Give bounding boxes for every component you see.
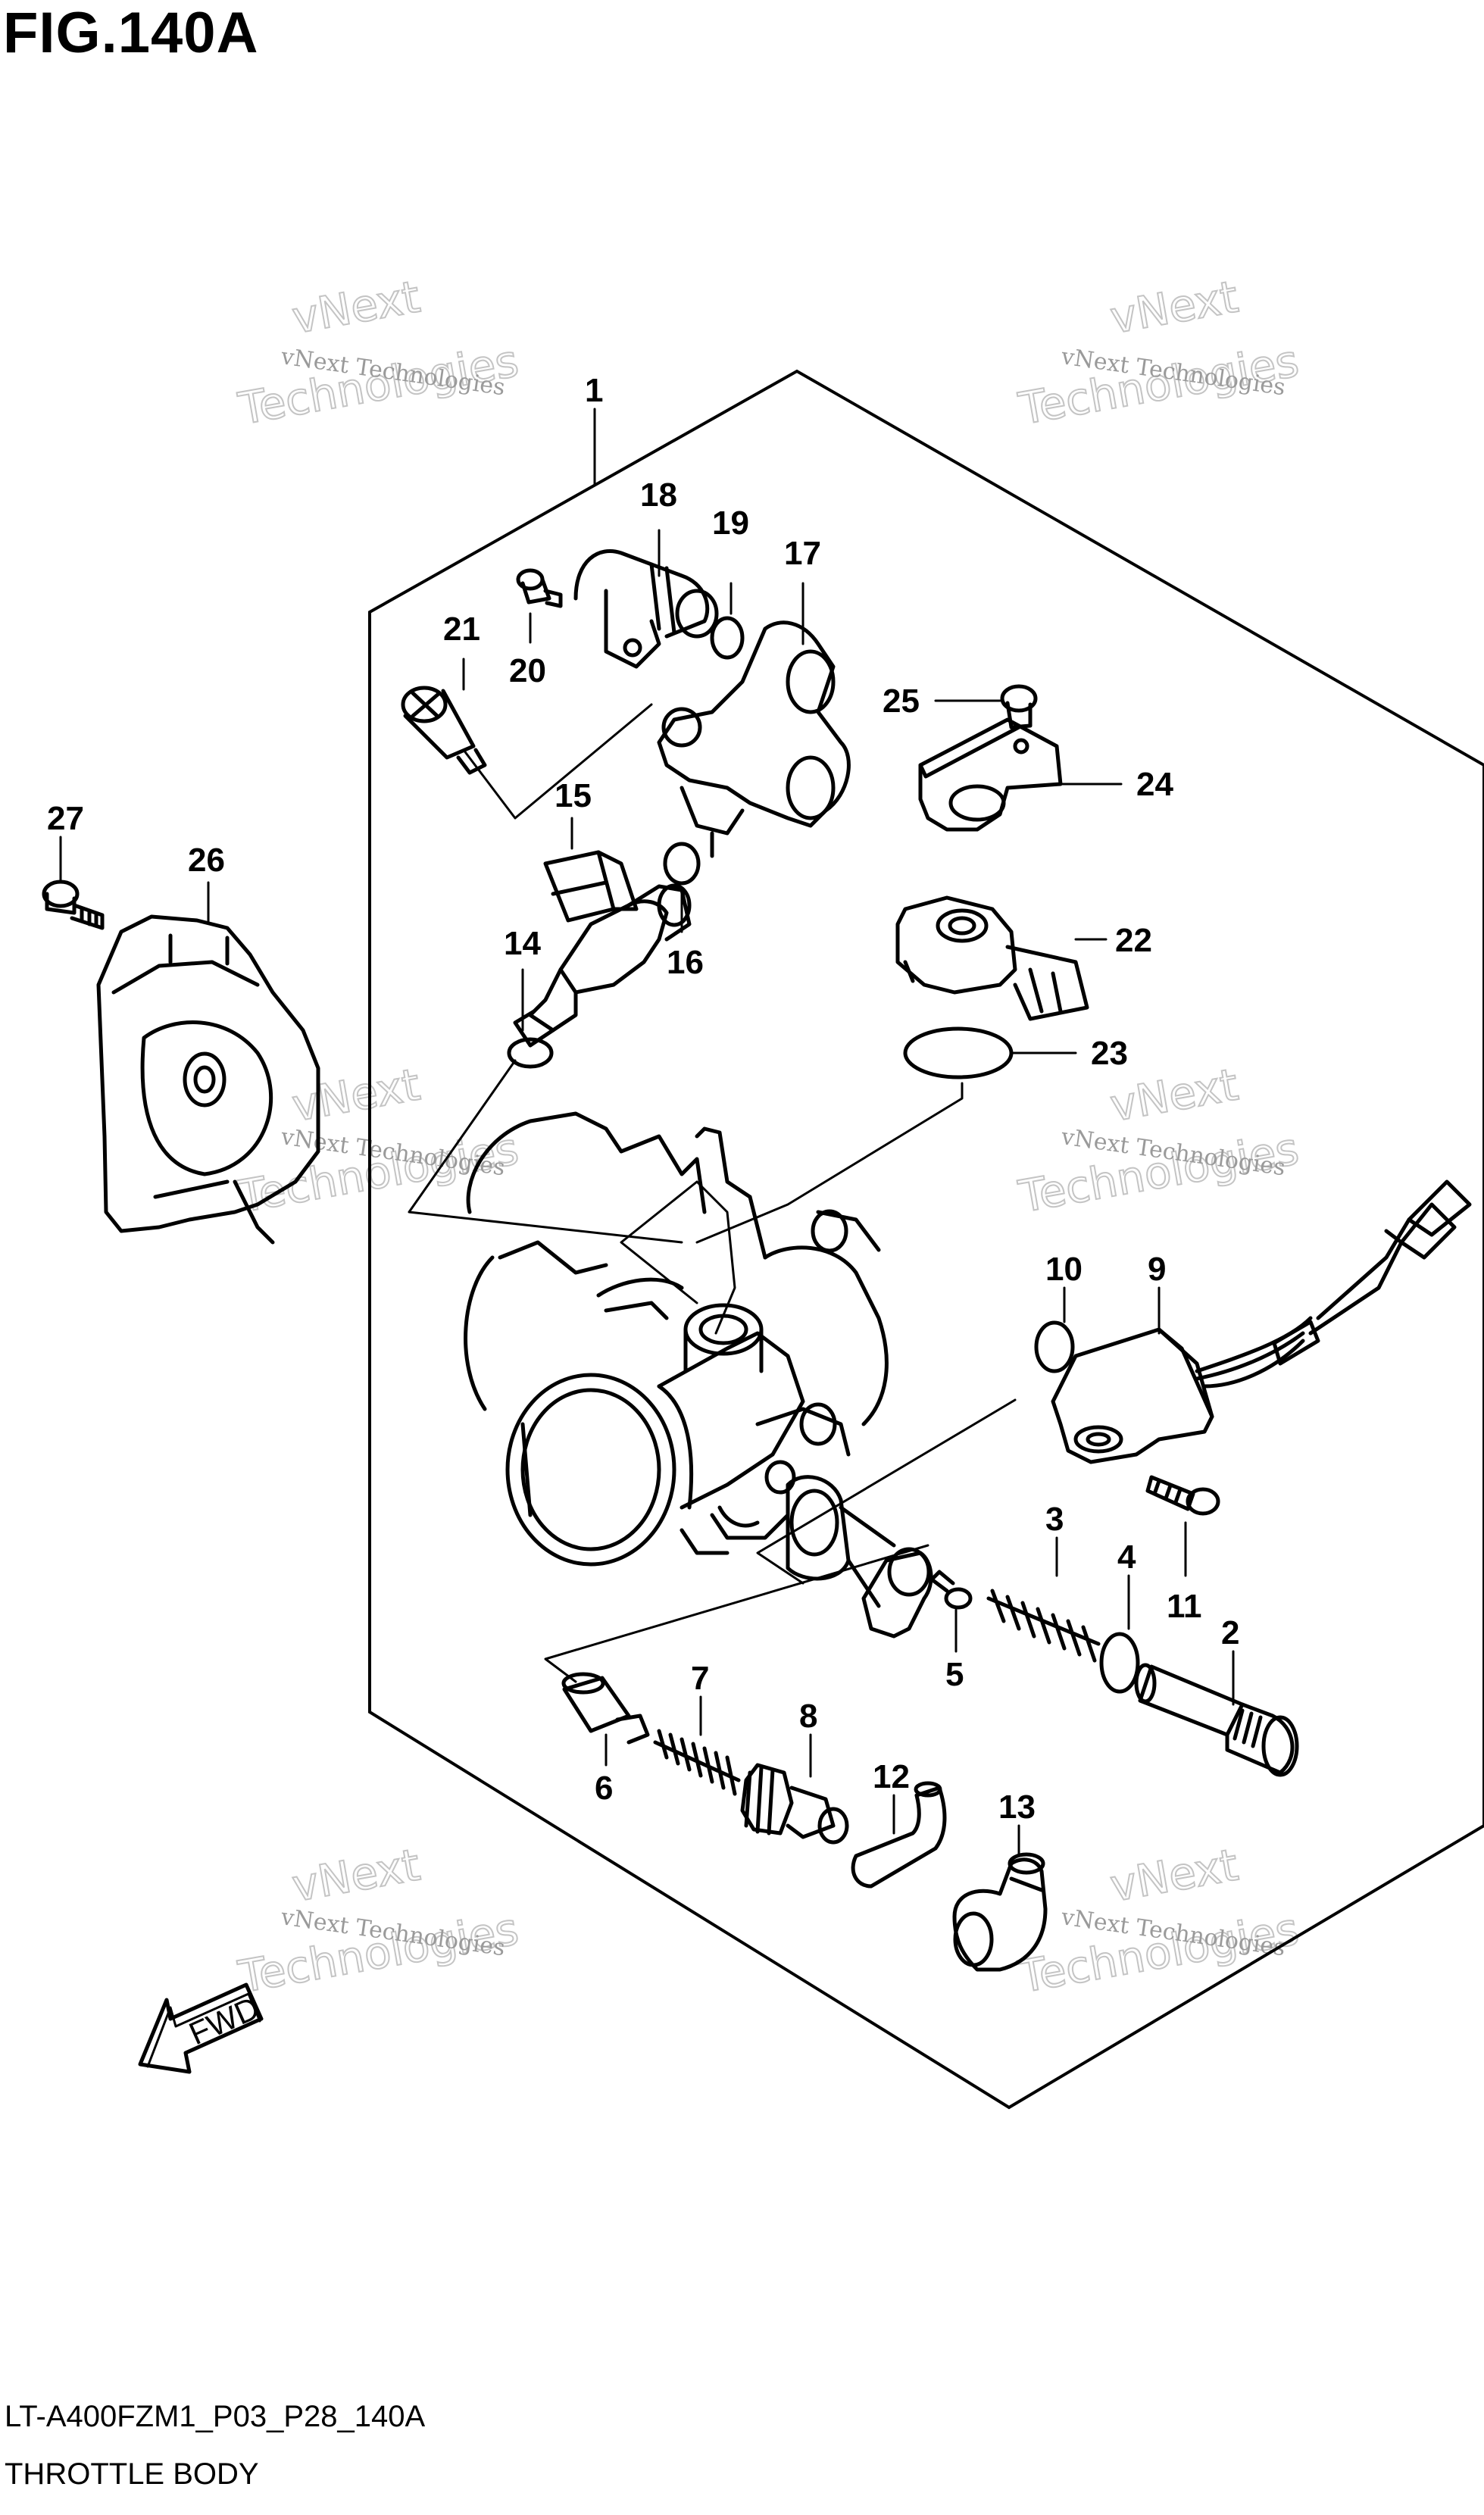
callout-13: 13 [998, 1789, 1036, 1826]
fwd-arrow [138, 1982, 264, 2074]
part-adjuster-2 [1134, 1663, 1299, 1777]
figure-code: LT-A400FZM1_P03_P28_140A [5, 2400, 426, 2433]
part-oring-23 [903, 1026, 1014, 1079]
callout-11: 11 [1167, 1588, 1202, 1625]
callout-10: 10 [1045, 1251, 1083, 1288]
watermark-brand: vNext [289, 1058, 424, 1131]
watermark-brand: vNext [289, 270, 424, 343]
part-oring-4 [1099, 1632, 1140, 1694]
callout-25: 25 [883, 683, 920, 720]
callout-19: 19 [712, 505, 749, 542]
callout-6: 6 [595, 1770, 613, 1807]
part-spring-3 [986, 1589, 1101, 1663]
callout-12: 12 [873, 1758, 910, 1795]
part-fuel-rail-17 [657, 620, 851, 858]
part-elbow-13 [952, 1852, 1048, 1972]
part-oring-19 [710, 616, 745, 660]
callout-9: 9 [1148, 1251, 1166, 1288]
callout-1: 1 [585, 372, 603, 409]
leader-21 [462, 703, 653, 820]
watermark-brand: vNext [1107, 270, 1242, 343]
part-joint-18 [573, 549, 719, 669]
callout-24: 24 [1136, 766, 1173, 803]
callout-2: 2 [1221, 1614, 1239, 1651]
callout-22: 22 [1115, 922, 1152, 959]
part-screw-5 [929, 1570, 973, 1610]
leader-idle [544, 1544, 929, 1683]
part-oring-10 [1034, 1320, 1075, 1373]
assembly-outline [368, 369, 1484, 2110]
callout-4: 4 [1117, 1539, 1136, 1576]
callout-17: 17 [784, 535, 821, 572]
callout-18: 18 [640, 476, 677, 514]
callout-leaders [59, 408, 1235, 1857]
part-screw-11 [1145, 1475, 1220, 1516]
callout-21: 21 [443, 611, 480, 648]
callout-8: 8 [799, 1698, 817, 1735]
watermark-top-left: vNext Technologies vNext Technologies [234, 270, 523, 436]
part-idle-housing [786, 1475, 933, 1639]
watermark-bottom-left: vNext Technologies vNext Technologies [234, 1838, 523, 2004]
callout-26: 26 [188, 842, 225, 879]
part-hose-12 [851, 1781, 947, 1889]
part-oring-14 [507, 1037, 554, 1069]
watermark-bottom-right: vNext Technologies vNext Technologies [1014, 1838, 1304, 2004]
part-knob-8 [740, 1763, 849, 1845]
watermark-brand: vNext [289, 1839, 424, 1911]
part-oring-16 [663, 842, 701, 886]
callout-23: 23 [1091, 1035, 1128, 1072]
callout-3: 3 [1045, 1501, 1064, 1538]
part-screw-20 [516, 568, 563, 608]
leader-main-body [620, 1180, 736, 1335]
part-screw-27 [42, 879, 105, 930]
part-throttle-body [464, 1111, 889, 1567]
callout-20: 20 [509, 652, 546, 689]
part-cover-26 [96, 914, 320, 1245]
part-spring-7 [653, 1729, 741, 1796]
callout-7: 7 [691, 1660, 709, 1697]
part-injector [513, 883, 692, 1048]
part-tps-9 [1051, 1179, 1472, 1464]
watermark-mid-right: vNext Technologies vNext Technologies [1014, 1058, 1304, 1223]
figure-name: THROTTLE BODY [5, 2457, 259, 2491]
part-sensor-22 [895, 895, 1089, 1021]
part-plunger-6 [561, 1672, 650, 1745]
callout-15: 15 [555, 777, 592, 814]
callout-5: 5 [945, 1656, 964, 1693]
watermark-mid-left: vNext Technologies vNext Technologies [234, 1058, 523, 1223]
figure-title: FIG.140A [3, 1, 259, 65]
watermark-brand: vNext [1107, 1839, 1242, 1911]
watermark-top-right: vNext Technologies vNext Technologies [1014, 270, 1304, 436]
leader-14 [408, 1059, 683, 1244]
callout-27: 27 [47, 800, 84, 837]
leader-tps [756, 1398, 1017, 1585]
callout-16: 16 [667, 944, 704, 981]
part-bracket-24 [918, 717, 1063, 832]
leader-22-23 [695, 1082, 964, 1244]
callout-14: 14 [504, 925, 541, 962]
watermarks: vNext Technologies vNext Technologies vN… [234, 270, 1304, 2004]
callout-labels: 1 18 19 17 21 20 25 24 15 27 26 22 14 16… [47, 372, 1239, 1826]
